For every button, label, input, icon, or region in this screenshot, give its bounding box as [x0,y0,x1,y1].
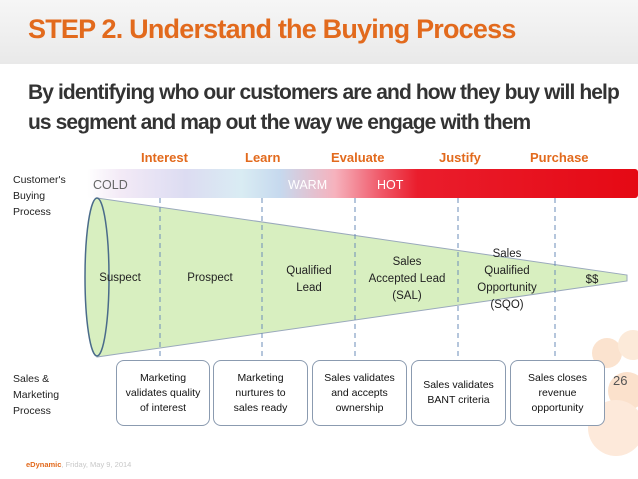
stage-learn: Learn [245,150,281,165]
box-line: opportunity [531,401,584,414]
label-line: Qualified [484,265,530,277]
label-line: $$ [585,274,599,286]
funnel-label-sal: Sales Accepted Lead (SAL) [369,254,446,305]
label-line: Sales [492,248,522,260]
label-line: Accepted Lead [368,273,446,285]
funnel-body [96,197,628,358]
stage-evaluate: Evaluate [331,150,385,165]
label-line: Prospect [187,272,233,284]
label-line: Sales & [13,373,50,385]
box-line: Sales closes [528,371,587,384]
slide-title: STEP 2. Understand the Buying Process [28,14,516,44]
label-line: (SAL) [392,290,422,302]
process-box-sales-bant: Sales validates BANT criteria [411,360,506,426]
temp-warm: WARM [288,178,328,192]
label-line: Process [13,206,51,218]
buying-process-label: Customer's Buying Process [13,172,66,220]
box-line: and accepts [331,386,388,399]
process-box-marketing-nurtures: Marketing nurtures to sales ready [213,360,308,426]
funnel-label-prospect: Prospect [187,270,232,287]
label-line: Customer's [13,174,66,186]
box-line: validates quality [125,386,201,399]
box-line: Marketing [139,371,187,384]
temp-cold: COLD [93,178,128,192]
box-line: BANT criteria [427,394,490,406]
funnel-label-suspect: Suspect [99,270,141,287]
box-line: Marketing [237,371,284,384]
title-bar [0,0,638,64]
box-line: sales ready [233,401,288,414]
temp-hot: HOT [377,178,404,192]
label-line: Sales [392,256,422,268]
stage-interest: Interest [141,150,188,165]
footer-brand: eDynamic [26,460,62,469]
process-box-sales-closes: Sales closes revenue opportunity [510,360,605,426]
temperature-bar [87,169,638,198]
funnel-label-sqo: Sales Qualified Opportunity (SQO) [477,246,536,314]
footer: eDynamic, Friday, May 9, 2014 [26,460,131,469]
label-line: (SQO) [490,299,524,311]
funnel-label-qualified-lead: Qualified Lead [286,263,331,297]
page-number: 26 [613,373,628,388]
label-line: Opportunity [477,282,537,294]
footer-date: , Friday, May 9, 2014 [61,460,132,469]
label-line: Buying [13,190,46,202]
funnel-label-revenue: $$ [586,272,599,289]
stage-justify: Justify [439,150,481,165]
label-line: Suspect [99,272,141,284]
box-line: of interest [139,401,187,414]
stage-purchase: Purchase [530,150,589,165]
label-line: Marketing [13,389,60,401]
label-line: Qualified [286,265,332,277]
slide-subtitle: By identifying who our customers are and… [28,81,620,134]
sales-process-label: Sales & Marketing Process [13,371,59,419]
box-line: revenue [538,386,577,399]
label-line: Lead [296,282,322,294]
box-line: Sales validates [324,371,395,384]
box-line: ownership [335,401,384,414]
box-line: nurtures to [235,386,286,399]
label-line: Process [13,405,51,417]
process-box-sales-accepts: Sales validates and accepts ownership [312,360,407,426]
box-line: Sales validates [423,379,494,391]
process-box-marketing-validates: Marketing validates quality of interest [116,360,210,426]
